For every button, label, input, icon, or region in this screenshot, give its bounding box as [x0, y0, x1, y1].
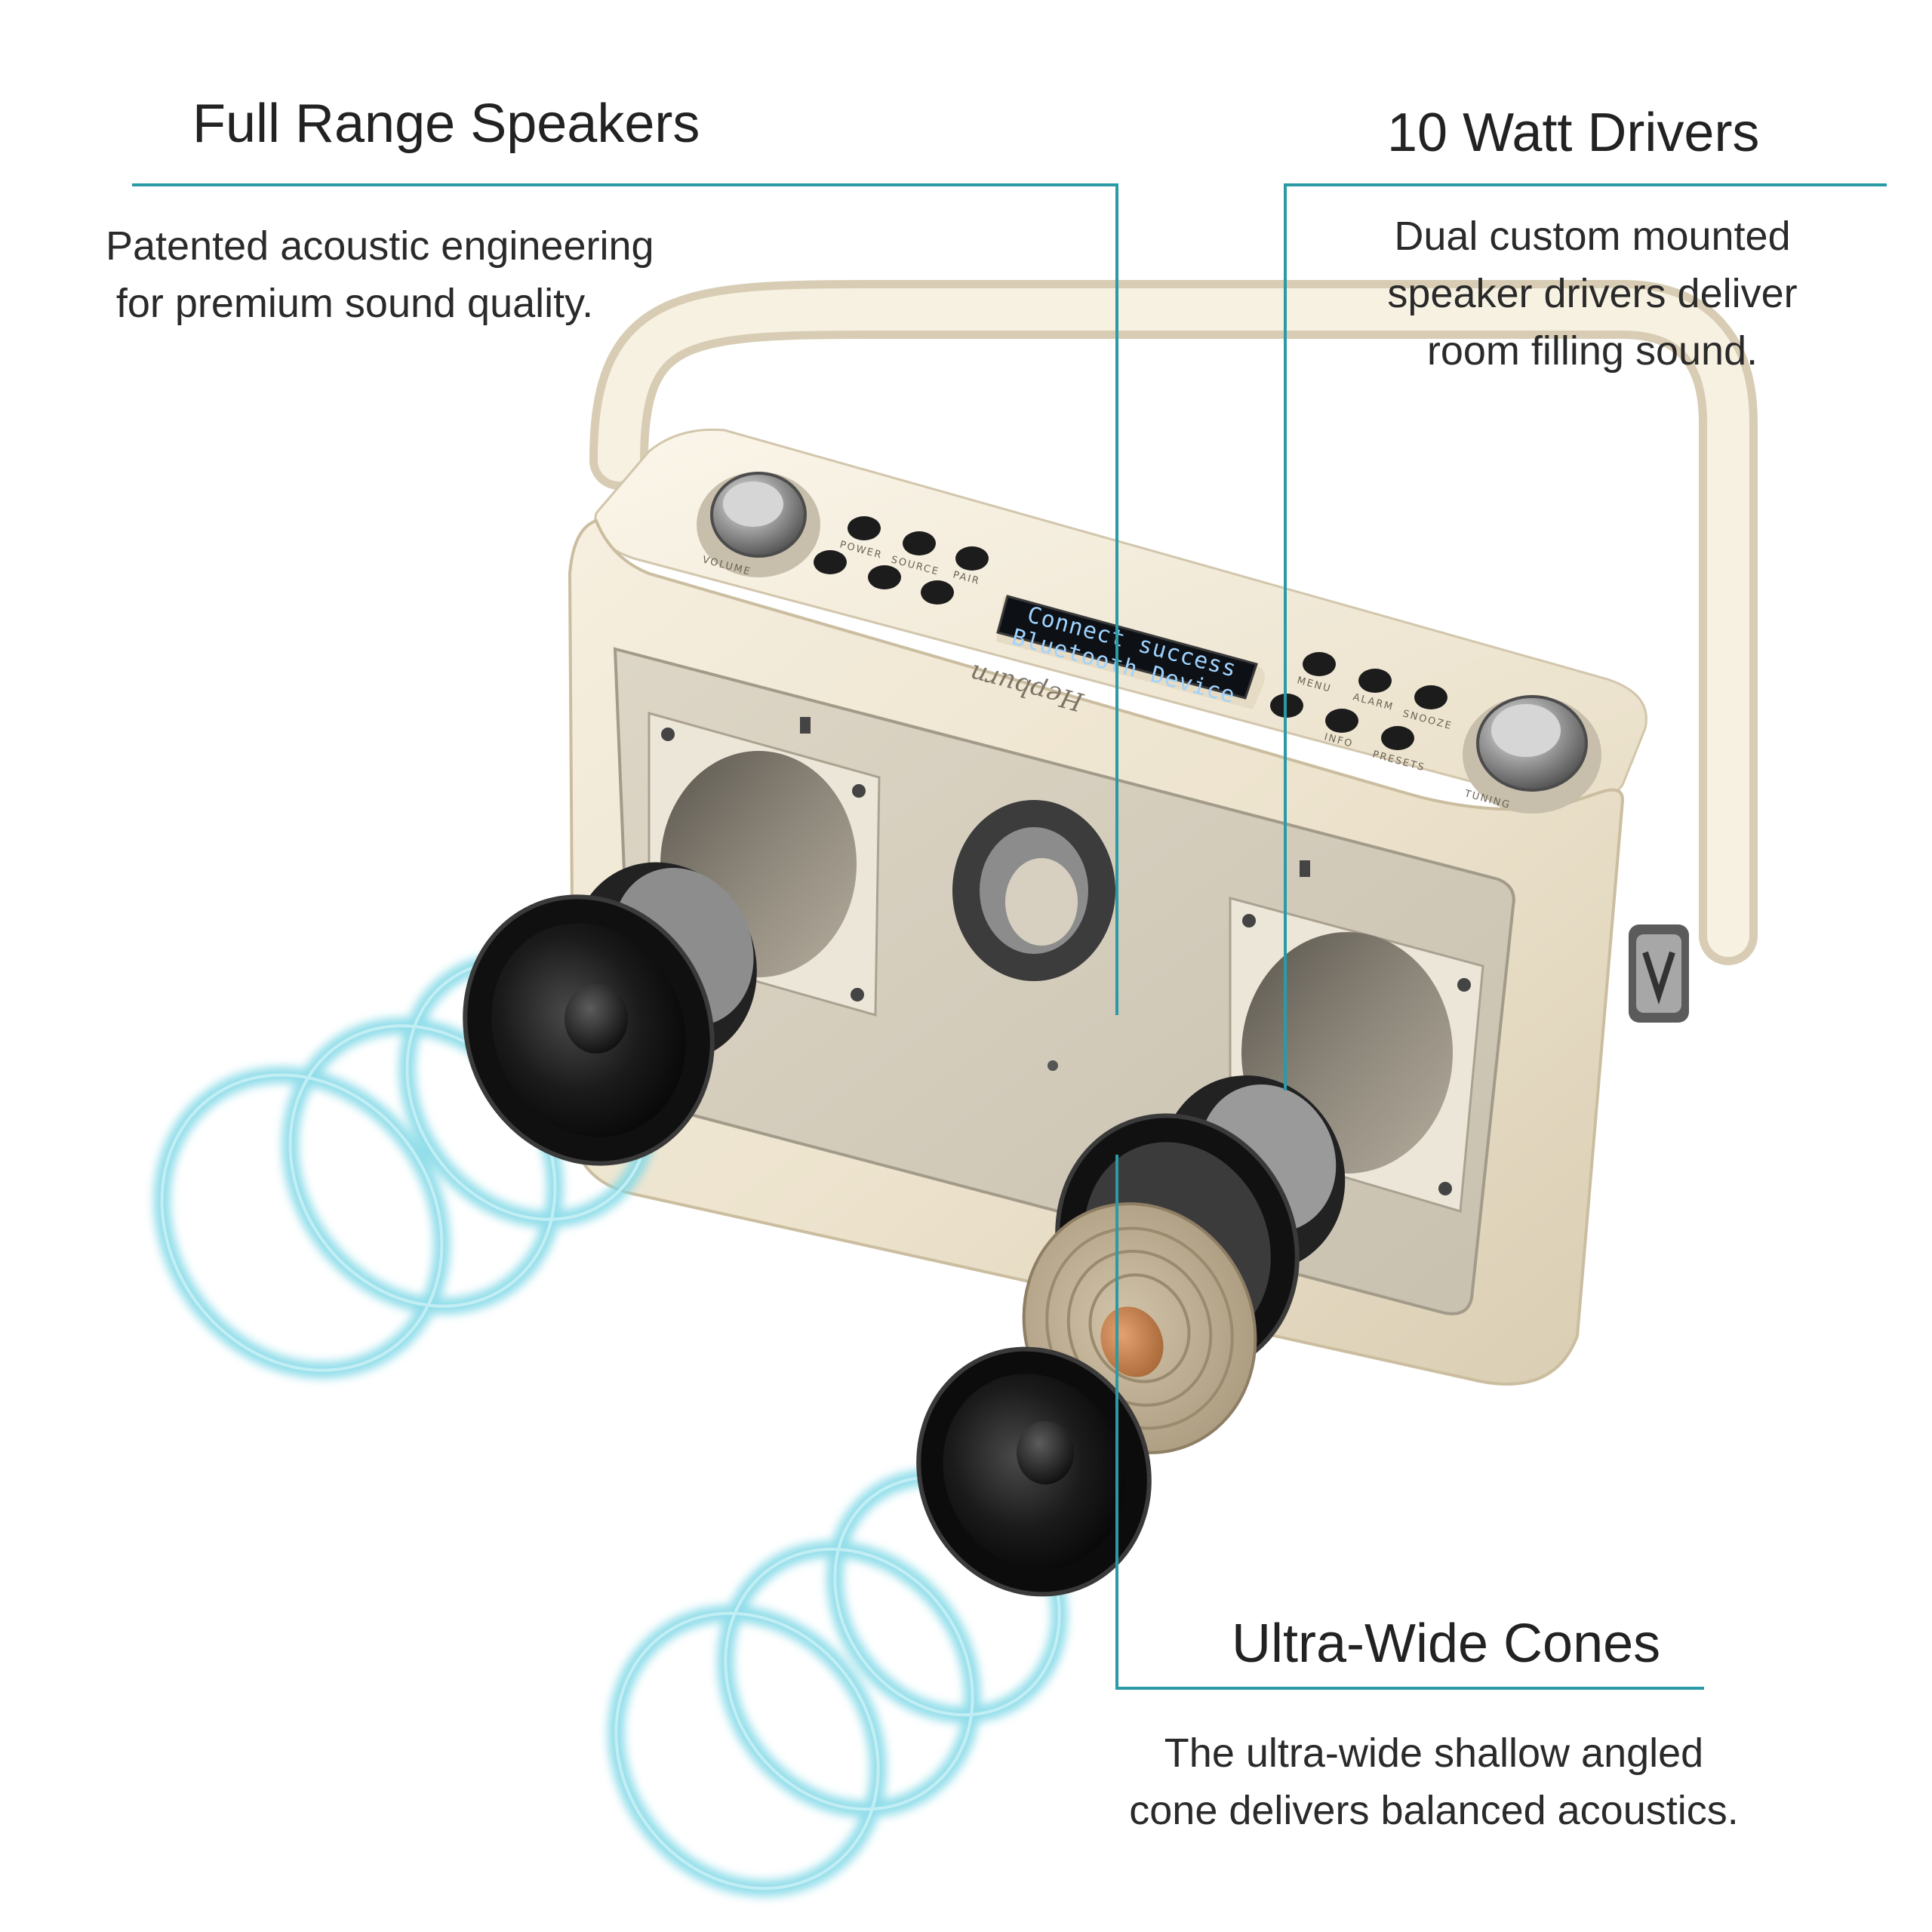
cones-leader [1115, 1155, 1704, 1690]
full-range-desc-line-2: for premium sound quality. [115, 281, 594, 326]
next-button[interactable] [921, 580, 954, 605]
play-pause-button[interactable] [868, 565, 901, 589]
full-range-description: Patented acoustic engineering for premiu… [106, 217, 654, 332]
drivers-desc-line-3: room filling sound. [1426, 328, 1758, 374]
front-black-cone [916, 1346, 1152, 1597]
center-bass-port [952, 800, 1115, 1071]
cones-title: Ultra-Wide Cones [1232, 1614, 1661, 1674]
left-speaker-driver [463, 862, 757, 1166]
drivers-description: Dual custom mounted speaker drivers deli… [1351, 208, 1834, 380]
callout-leader-lines [132, 183, 1887, 1690]
alarm-button[interactable]: ALARM [1352, 669, 1395, 713]
volume-knob[interactable]: VOLUME [697, 472, 820, 578]
carry-handle [589, 280, 1758, 1023]
cones-desc-line-1: The ultra-wide shallow angled [1164, 1730, 1704, 1776]
cones-desc-line-2: cone delivers balanced acoustics. [1129, 1788, 1739, 1833]
cones-description: The ultra-wide shallow angled cone deliv… [1098, 1724, 1770, 1839]
full-range-title: Full Range Speakers [192, 94, 700, 154]
full-range-leader [132, 183, 1118, 1015]
prev-button[interactable] [814, 550, 847, 574]
drivers-leader [1284, 183, 1887, 1091]
tuning-knob[interactable]: TUNING [1463, 695, 1601, 814]
full-range-desc-line-1: Patented acoustic engineering [106, 223, 654, 269]
drivers-desc-line-2: speaker drivers deliver [1387, 271, 1798, 316]
drivers-desc-line-1: Dual custom mounted [1394, 214, 1791, 259]
drivers-title: 10 Watt Drivers [1387, 103, 1760, 163]
